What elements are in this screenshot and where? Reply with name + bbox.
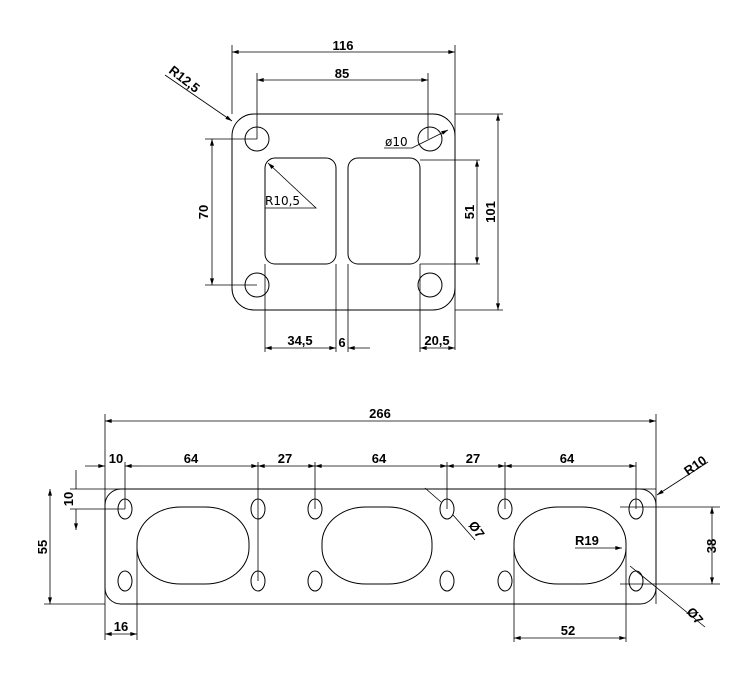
leader-r10: [656, 461, 709, 496]
dim-38: 38: [704, 539, 719, 553]
leader-r10-5: [265, 162, 318, 209]
dim-55: 55: [35, 540, 50, 554]
dim-70: 70: [196, 205, 211, 219]
bolt-hole: [307, 570, 323, 592]
bolt-hole: [628, 570, 644, 592]
dim-10: 10: [109, 451, 123, 466]
leader-d7-a: [424, 487, 476, 541]
dim-27a: 27: [278, 451, 292, 466]
dim-64a: 64: [184, 451, 199, 466]
leader-d7-b: [629, 565, 706, 628]
dim-51: 51: [462, 205, 477, 219]
extension-lines: [44, 414, 720, 642]
bolt-hole: [417, 272, 443, 298]
bottom-flange: 266 10 64 27 64 27 64 R10 10 55 Ø7 R19 3…: [35, 406, 720, 642]
dim-10-vertical: 10: [61, 492, 76, 506]
extension-lines: [205, 45, 503, 352]
dim-6: 6: [338, 335, 345, 350]
dim-d7-a: Ø7: [466, 518, 488, 541]
port-window-right: [347, 157, 421, 265]
bolt-hole: [497, 570, 513, 592]
leader-d10: [384, 129, 449, 149]
dim-85: 85: [335, 66, 349, 81]
dim-52: 52: [561, 623, 575, 638]
dim-116: 116: [333, 38, 354, 53]
dim-101: 101: [483, 201, 498, 223]
exhaust-port: [321, 506, 433, 585]
dim-r19: R19: [575, 533, 599, 548]
bolt-hole: [417, 126, 443, 152]
dim-r10: R10: [681, 452, 709, 478]
bolt-holes: [117, 498, 644, 592]
dim-r10-5: R10,5: [265, 194, 300, 208]
port-window-left: [264, 157, 337, 265]
dim-34-5: 34,5: [287, 333, 312, 348]
dim-27b: 27: [466, 451, 480, 466]
dim-64b: 64: [372, 451, 387, 466]
dim-20-5: 20,5: [424, 333, 449, 348]
dim-d10: ø10: [385, 135, 408, 149]
leader-r12-5: [164, 74, 233, 122]
dim-d7-b: Ø7: [684, 604, 707, 627]
bolt-hole: [117, 570, 133, 592]
exhaust-port: [513, 506, 627, 585]
dim-266: 266: [369, 406, 391, 421]
dim-64c: 64: [560, 451, 575, 466]
bolt-hole: [439, 570, 455, 592]
top-flange: 116 85 R12,5 ø10 R10,5 70 51 101 34,5 6 …: [164, 38, 503, 352]
dim-16: 16: [114, 619, 128, 634]
exhaust-port: [136, 506, 250, 585]
bottom-flange-outline: [104, 488, 657, 605]
